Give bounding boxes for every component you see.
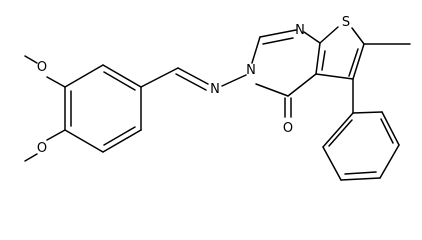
bond-inner (262, 37, 294, 45)
bond (24, 55, 38, 64)
atom-n-ring-top: N (295, 23, 305, 38)
bond (259, 29, 297, 38)
methoxy-groups (24, 55, 66, 162)
bond-inner (348, 48, 359, 77)
bond-inner (344, 171, 377, 175)
bond-inner (103, 71, 136, 91)
bond (315, 73, 354, 80)
bond-inner (175, 73, 207, 91)
dimethoxyphenyl-ring (64, 64, 142, 153)
bond (303, 31, 321, 44)
atom-n-ring-left: N (246, 63, 256, 78)
bond (46, 76, 66, 88)
pyrimidinone-ring (251, 29, 321, 118)
bond (319, 26, 339, 44)
atom-n-imine: N (210, 82, 220, 97)
molecule-canvas: O O N N N S O (24, 15, 411, 181)
bond-inner (103, 126, 136, 146)
bond (352, 111, 383, 114)
atom-o-carbonyl: O (283, 121, 293, 136)
atom-o-methoxy-top: O (37, 60, 47, 75)
bond (102, 64, 142, 88)
bond (64, 64, 104, 88)
bond (381, 111, 400, 146)
bond (251, 36, 261, 64)
atom-s-thiophene: S (342, 15, 350, 30)
phenyl-ring (322, 78, 400, 181)
bond (24, 153, 38, 162)
bond (322, 112, 354, 148)
bond (287, 73, 317, 97)
bond (379, 144, 400, 179)
bond (221, 74, 247, 87)
bond (102, 129, 142, 153)
bond-inner (321, 50, 326, 71)
bond (322, 146, 342, 181)
bond (340, 177, 381, 181)
bond (177, 67, 209, 85)
bond-inner (380, 118, 394, 144)
bond (351, 27, 365, 45)
bond-inner (328, 119, 353, 147)
structure-diagram: O O N N N S O (24, 15, 411, 181)
imine-linker (140, 67, 247, 91)
bond (64, 129, 104, 153)
bond (140, 67, 179, 88)
bond (46, 129, 66, 141)
bond (315, 42, 321, 75)
atom-o-methoxy-bottom: O (37, 141, 47, 156)
bond (255, 83, 289, 97)
bond (352, 43, 365, 80)
thiophene-ring (315, 26, 411, 80)
